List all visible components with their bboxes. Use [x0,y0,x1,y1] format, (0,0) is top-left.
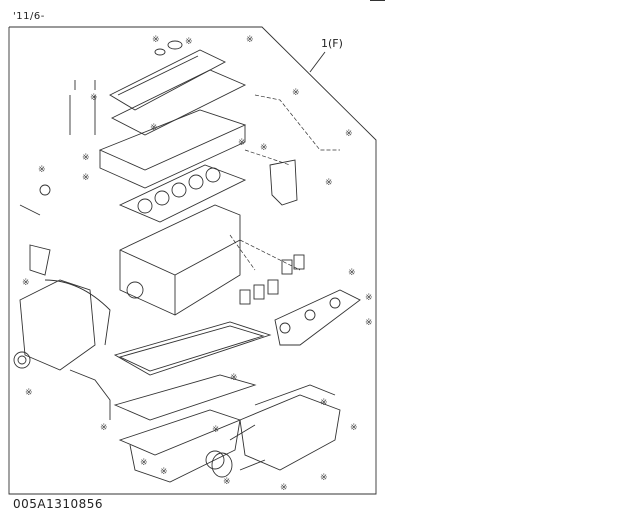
svg-text:※: ※ [348,268,356,278]
injection-pump [211,384,341,478]
oil-pan [118,409,242,483]
svg-text:※: ※ [325,178,333,188]
svg-text:※: ※ [223,477,231,487]
svg-text:※: ※ [140,458,148,468]
svg-text:※: ※ [230,373,238,383]
svg-text:※: ※ [260,143,268,153]
svg-text:※: ※ [160,467,168,477]
manifold-gaskets [229,234,305,305]
drawing-code: 005A1310856 [13,497,104,511]
rocker-cover [109,40,247,136]
svg-text:※: ※ [90,93,98,103]
svg-text:※: ※ [365,293,373,303]
engine-block [119,204,241,316]
oil-pan-gasket [113,321,272,421]
assembly-label: 1(F) [321,37,343,50]
bolts-and-seals [19,80,225,470]
diagram-frame [8,26,377,495]
svg-text:※: ※ [100,423,108,433]
revision-label: '11/6- [13,11,45,22]
svg-text:※: ※ [365,318,373,328]
svg-text:※: ※ [212,425,220,435]
svg-text:※: ※ [345,129,353,139]
svg-text:※: ※ [292,88,300,98]
svg-text:※: ※ [82,153,90,163]
timing-cover [13,279,111,371]
svg-text:※: ※ [22,278,30,288]
svg-text:※: ※ [38,165,46,175]
oil-filter [244,94,340,206]
svg-text:※: ※ [280,483,288,493]
cylinder-head [98,109,247,189]
svg-text:※: ※ [320,398,328,408]
svg-text:※: ※ [150,123,158,133]
svg-text:※: ※ [185,37,193,47]
assembly-leader-line [309,51,326,73]
intake-manifold [274,289,361,346]
replacement-markers: ※ ※ ※ ※ ※ ※ ※ ※ ※ ※ ※ ※ ※ ※ ※ ※ ※ ※ ※ ※ ※ ※ ※ ※ ※ ※ ※… [22,35,373,493]
svg-text:※: ※ [246,35,254,45]
svg-text:※: ※ [320,473,328,483]
svg-text:※: ※ [25,388,33,398]
svg-text:※: ※ [82,173,90,183]
svg-text:※: ※ [152,35,160,45]
top-edge-line [370,0,385,1]
head-gasket [118,164,247,223]
svg-text:※: ※ [238,138,246,148]
svg-text:※: ※ [350,423,358,433]
